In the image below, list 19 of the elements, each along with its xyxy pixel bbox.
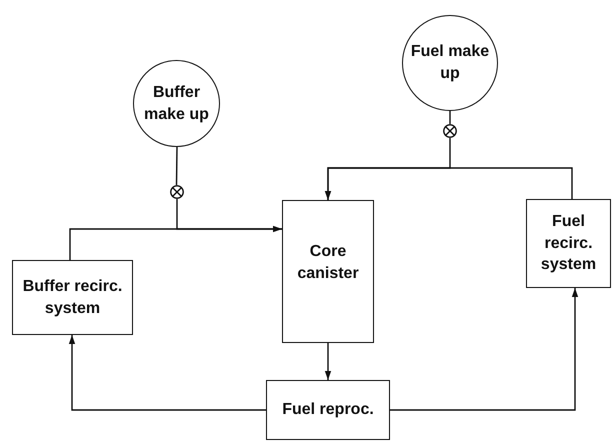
process-box: [12, 260, 133, 335]
arrow: [390, 288, 578, 411]
arrow: [68, 335, 266, 411]
valve-symbol: [443, 124, 457, 138]
node-label: Buffer make up: [143, 82, 210, 124]
connector-line: [449, 111, 451, 124]
node-label: Fuel recirc. system: [540, 212, 598, 276]
node-label: Fuel reproc.: [282, 400, 374, 420]
valve-symbol: [170, 185, 184, 199]
process-box: [526, 199, 611, 288]
process-box: [282, 200, 374, 343]
node-label: Core canister: [296, 242, 360, 284]
connector-line: [176, 147, 178, 185]
node-label: Fuel make up: [410, 42, 490, 84]
arrow: [324, 167, 573, 200]
node-label: Buffer recirc. system: [22, 276, 124, 318]
process-box: [266, 380, 390, 440]
arrow: [69, 226, 282, 260]
arrow: [324, 343, 332, 380]
